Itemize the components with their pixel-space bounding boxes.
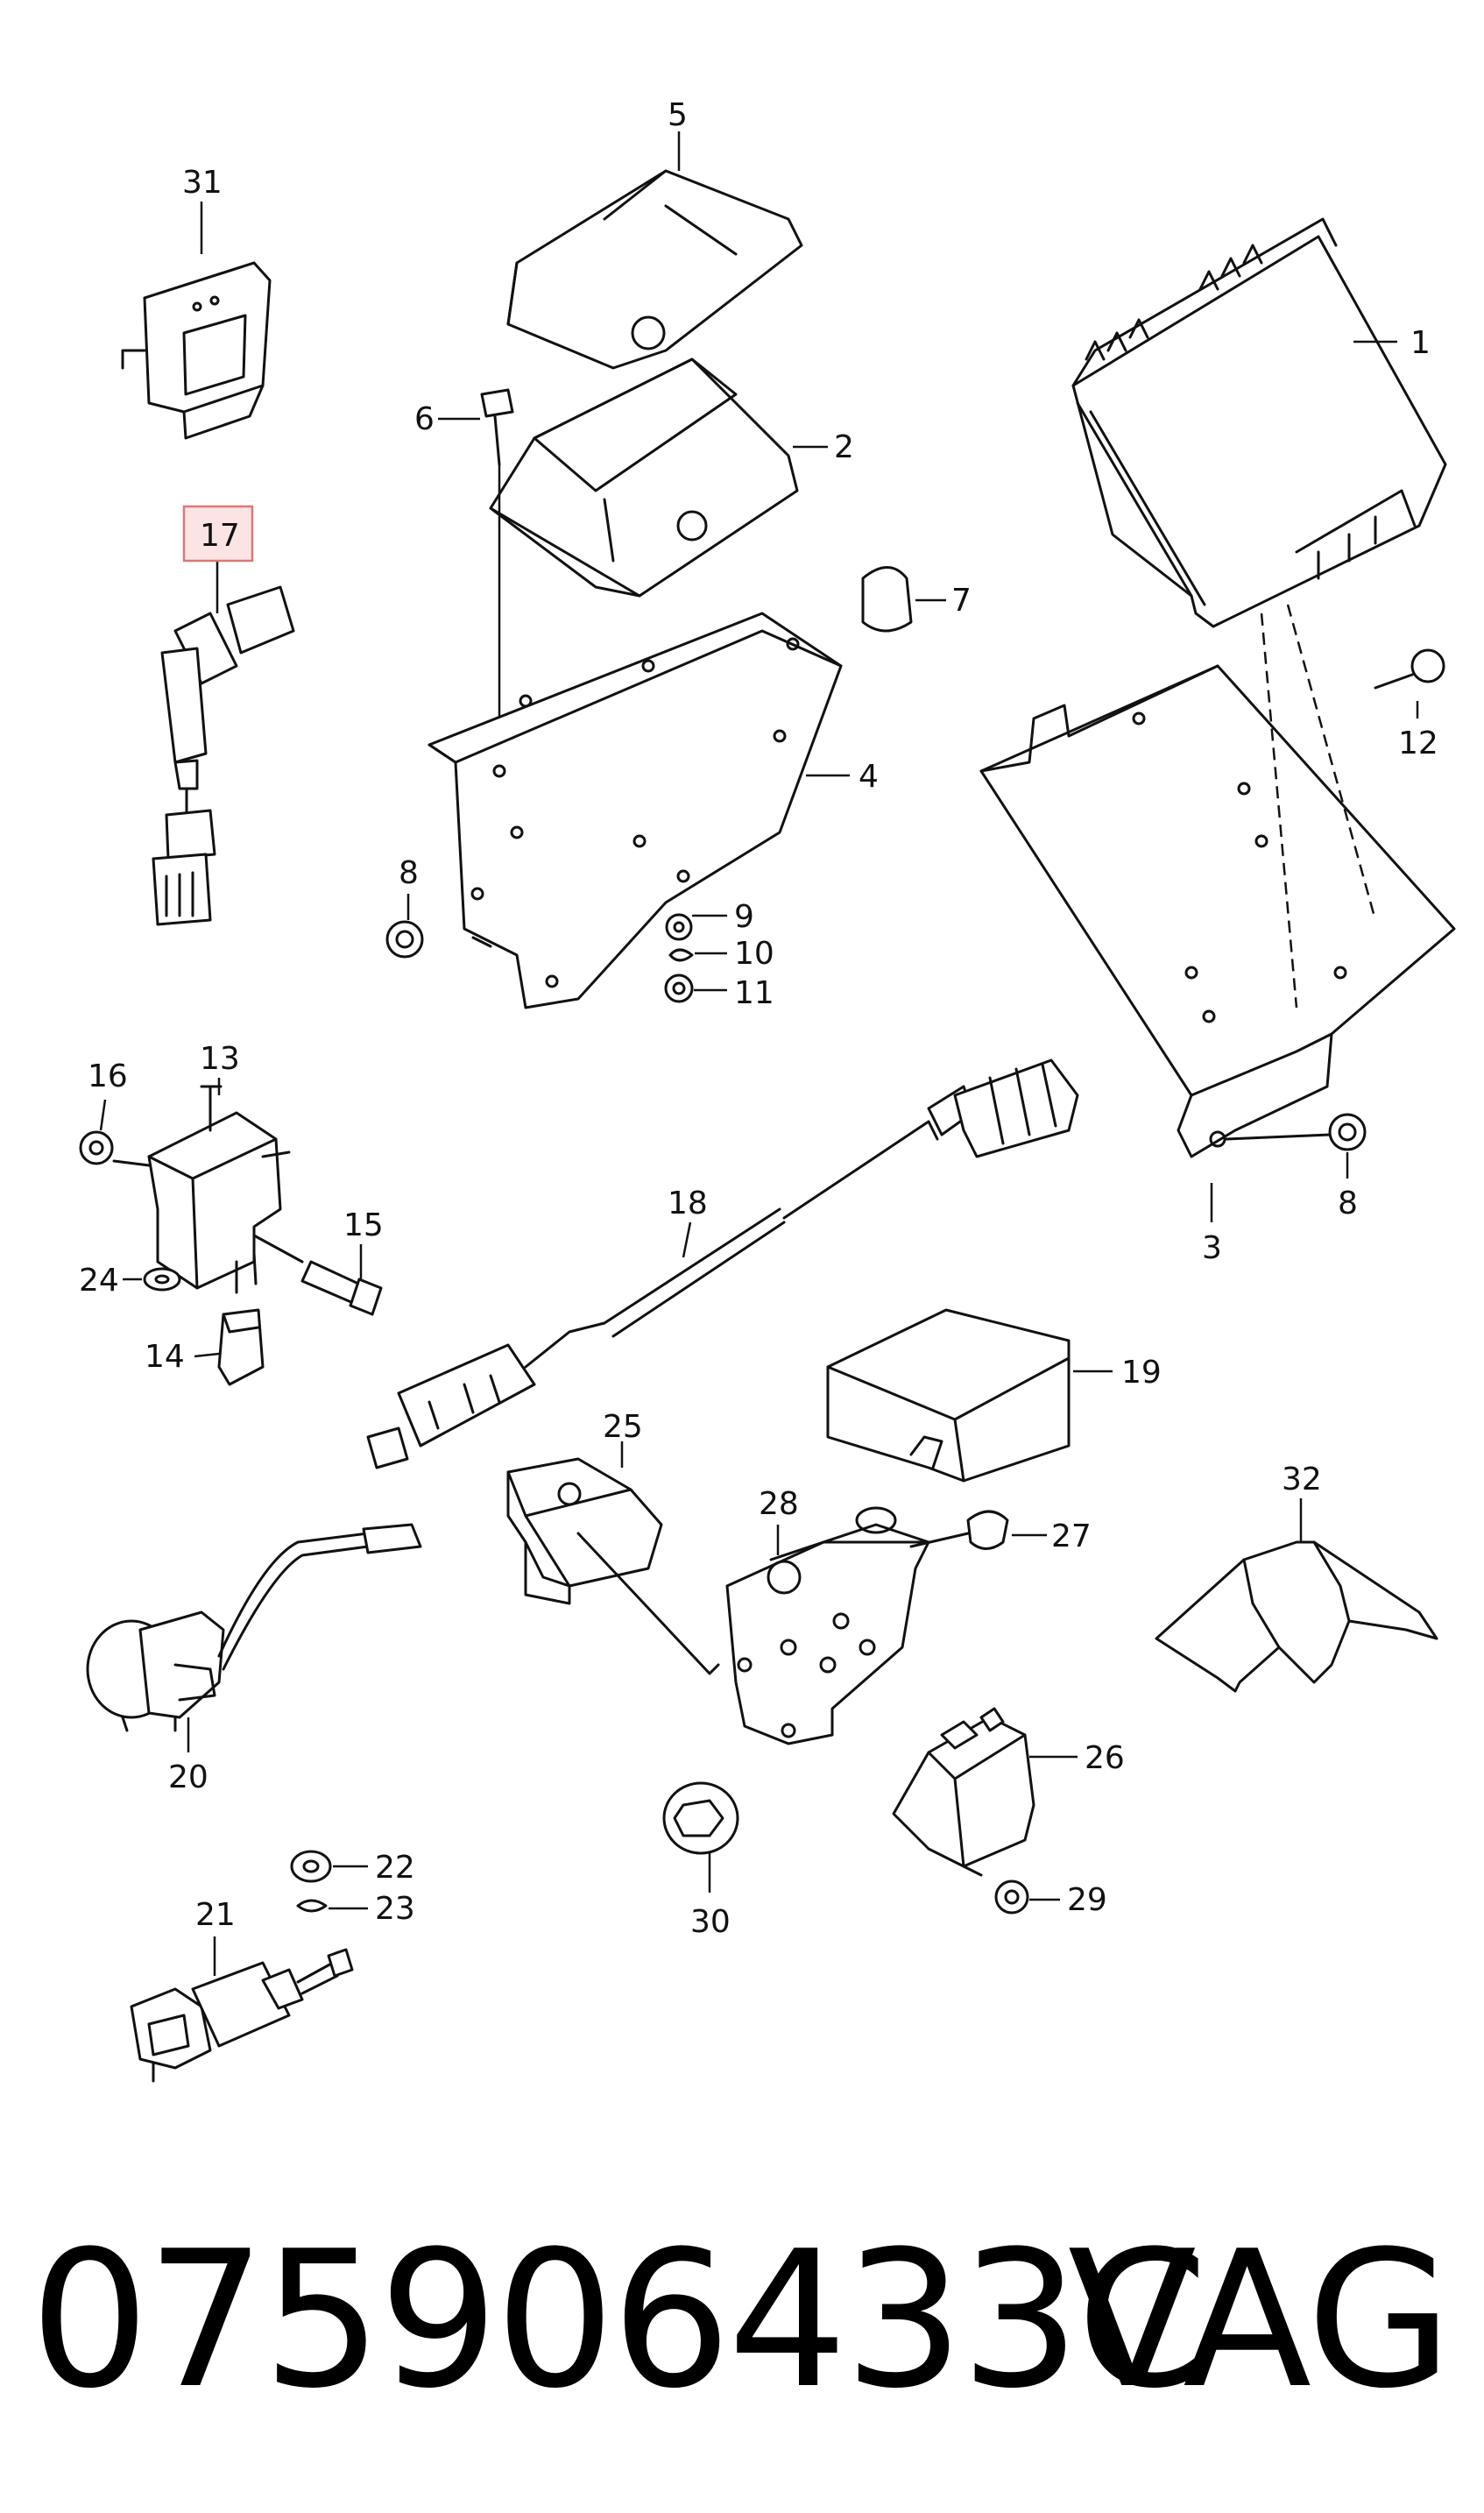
callout-27: 27 bbox=[1051, 1518, 1092, 1554]
callout-11: 11 bbox=[734, 975, 774, 1011]
brand-label: VAG bbox=[1067, 2210, 1452, 2430]
part-19-relay[interactable] bbox=[826, 1308, 1071, 1483]
parts-diagram: 1 2 3 4 5 6 7 8 8 9 10 11 12 13 14 15 16… bbox=[79, 97, 1456, 2083]
part-4-bracket[interactable] bbox=[428, 612, 843, 1009]
part-1-ecu[interactable] bbox=[1071, 217, 1447, 628]
part-8-nut-right[interactable] bbox=[1225, 1113, 1367, 1151]
part-27-grommet[interactable] bbox=[909, 1510, 1009, 1550]
callout-8-right: 8 bbox=[1338, 1186, 1358, 1221]
callout-29: 29 bbox=[1067, 1882, 1107, 1918]
callout-24: 24 bbox=[79, 1263, 119, 1299]
callout-30: 30 bbox=[690, 1904, 731, 1940]
callout-7: 7 bbox=[951, 583, 972, 619]
callout-8-left: 8 bbox=[399, 855, 419, 891]
callout-3: 3 bbox=[1202, 1230, 1222, 1266]
part-13-valve[interactable] bbox=[112, 1085, 291, 1294]
part-6-bolt[interactable] bbox=[480, 388, 514, 466]
part-18-lambda-probe[interactable] bbox=[366, 1058, 1079, 1469]
part-9-washer[interactable] bbox=[665, 913, 693, 941]
callout-18: 18 bbox=[668, 1186, 708, 1221]
callout-6: 6 bbox=[414, 401, 435, 437]
part-2-housing[interactable] bbox=[489, 357, 799, 598]
callout-5: 5 bbox=[668, 97, 688, 133]
part-32-heat-shield[interactable] bbox=[1155, 1540, 1438, 1693]
part-29-nut[interactable] bbox=[994, 1879, 1029, 1915]
part-21-switch[interactable] bbox=[130, 1948, 354, 2083]
part-25-transducer[interactable] bbox=[506, 1457, 720, 1675]
part-16-nut[interactable] bbox=[79, 1130, 114, 1165]
part-10-lock-washer[interactable] bbox=[668, 948, 694, 962]
part-23-washer[interactable] bbox=[296, 1899, 328, 1913]
callout-23: 23 bbox=[375, 1891, 415, 1927]
part-31-module[interactable] bbox=[121, 261, 272, 440]
part-11-nut[interactable] bbox=[664, 973, 694, 1003]
part-3-bracket[interactable] bbox=[979, 664, 1456, 1158]
callout-32: 32 bbox=[1282, 1462, 1322, 1497]
part-24-washer[interactable] bbox=[143, 1267, 181, 1292]
callout-9: 9 bbox=[734, 899, 754, 935]
callout-26: 26 bbox=[1085, 1740, 1125, 1776]
callout-14: 14 bbox=[145, 1339, 185, 1375]
callout-25: 25 bbox=[603, 1409, 643, 1445]
part-12-screw[interactable] bbox=[1374, 648, 1445, 690]
callout-4: 4 bbox=[859, 759, 879, 795]
part-5-cover[interactable] bbox=[506, 169, 803, 370]
part-28-bracket[interactable] bbox=[725, 1506, 930, 1745]
callout-12: 12 bbox=[1398, 726, 1438, 761]
callout-31: 31 bbox=[182, 165, 223, 201]
callout-17: 17 bbox=[200, 518, 240, 554]
callout-2: 2 bbox=[834, 429, 854, 465]
part-17-sensor[interactable] bbox=[152, 585, 295, 926]
part-number-bar: 075906433C VAG bbox=[0, 2173, 1484, 2513]
callout-22: 22 bbox=[375, 1850, 415, 1886]
callout-10: 10 bbox=[734, 936, 774, 972]
highlight-box-17 bbox=[182, 505, 254, 563]
callout-28: 28 bbox=[759, 1486, 799, 1522]
callout-15: 15 bbox=[343, 1207, 384, 1243]
callout-16: 16 bbox=[88, 1058, 128, 1094]
part-30-flange-nut[interactable] bbox=[662, 1781, 739, 1855]
callout-21: 21 bbox=[195, 1897, 236, 1933]
callout-20: 20 bbox=[168, 1759, 208, 1795]
part-8-nut-left[interactable] bbox=[385, 920, 492, 959]
part-7-cap[interactable] bbox=[861, 566, 913, 633]
part-20-vacuum-unit[interactable] bbox=[86, 1523, 422, 1732]
callout-13: 13 bbox=[200, 1041, 240, 1077]
callout-19: 19 bbox=[1121, 1355, 1162, 1391]
part-14-connector[interactable] bbox=[217, 1308, 265, 1386]
part-26-solenoid-valve[interactable] bbox=[892, 1707, 1035, 1877]
part-22-nut[interactable] bbox=[290, 1850, 332, 1883]
callout-1: 1 bbox=[1410, 325, 1431, 361]
part-15-bolt[interactable] bbox=[252, 1234, 383, 1316]
part-number: 075906433C bbox=[30, 2210, 1208, 2430]
